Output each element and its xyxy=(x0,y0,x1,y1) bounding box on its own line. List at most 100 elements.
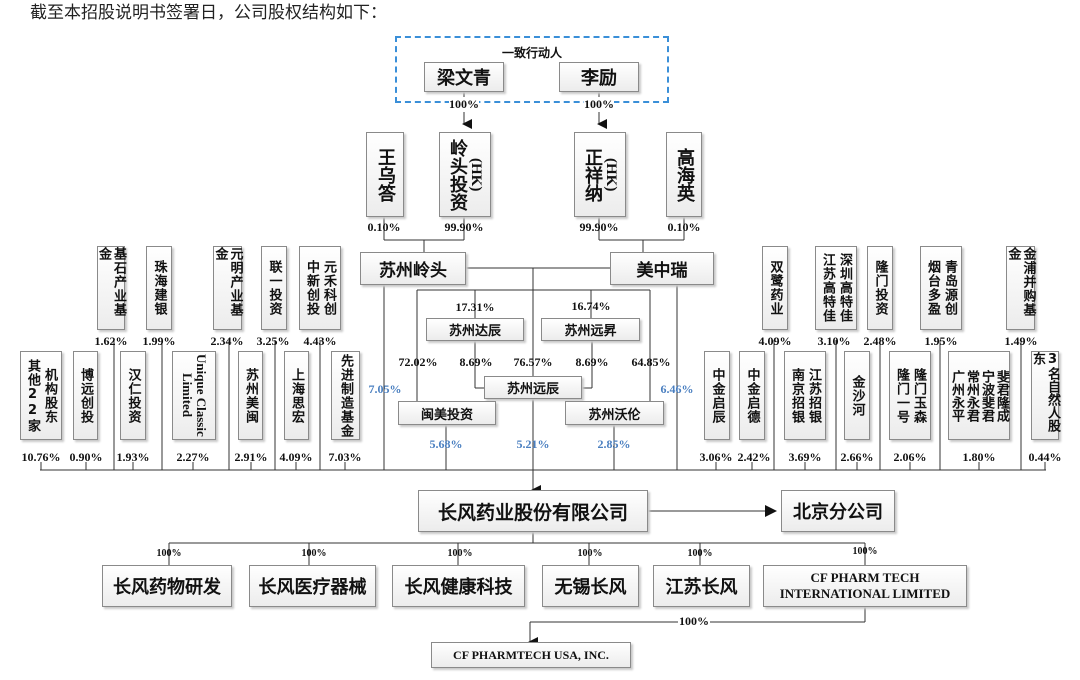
entity-suzhou-yuansheng[interactable]: 苏州远昇 xyxy=(541,318,640,341)
pct-lingtou-hk: 99.90% xyxy=(444,220,484,234)
zhengxiangna-hk-label: 正祥纳 xyxy=(582,147,603,202)
pct-sub-medical-device: 100% xyxy=(301,548,327,559)
longmen-yusen-label: 隆门玉森 xyxy=(911,367,926,424)
shareholder-yuanming-fund[interactable]: 元明产业基金 xyxy=(213,246,243,330)
intro-text: 截至本招股说明书签署日，公司股权结构如下： xyxy=(30,3,387,23)
shareholder-yongping-group[interactable]: 广州永平 常州永君 宁波斐君 斐君隆成 xyxy=(948,351,1010,440)
shareholder-hanren-investment[interactable]: 汉仁投资 xyxy=(120,351,146,440)
pct-lingtou-to-company: 7.05% xyxy=(368,382,402,396)
shareholder-cicc-qichen[interactable]: 中金启辰 xyxy=(704,351,730,440)
shareholder-gao-haiying[interactable]: 高海英 xyxy=(666,132,702,217)
concert-group-frame xyxy=(395,36,669,103)
shareholder-wang-wuda[interactable]: 王乌答 xyxy=(366,132,404,217)
shareholder-advanced-manufacturing-fund[interactable]: 先进制造基金 xyxy=(331,351,360,440)
changzhou-yongjun-label: 常州永君 xyxy=(964,369,979,422)
shenzhen-gaotejia-label: 深圳高特佳 xyxy=(837,253,852,323)
cf-intl-line1: CF PHARM TECH xyxy=(810,570,920,585)
qingdao-yuanchuang-label: 青岛源创 xyxy=(942,260,957,316)
pct-3-individuals: 0.44% xyxy=(1028,450,1062,464)
pct-meizhongrui-to-yuansheng: 16.74% xyxy=(571,299,611,313)
shareholder-jinshahe[interactable]: 金沙河 xyxy=(844,351,870,440)
pct-lianyi-investment: 3.25% xyxy=(256,334,290,348)
shareholder-shanghai-sihong[interactable]: 上海思宏 xyxy=(284,351,309,440)
pct-suzhou-meimin: 2.91% xyxy=(234,450,268,464)
pct-dachen-to-yuanchen: 8.69% xyxy=(459,355,493,369)
pct-zhongxin-yuanhe: 4.43% xyxy=(303,334,337,348)
pct-cicc-qichen: 3.06% xyxy=(699,450,733,464)
pct-sub-jiangsu: 100% xyxy=(687,548,713,559)
entity-suzhou-dachen[interactable]: 苏州达辰 xyxy=(426,318,524,341)
pct-wolun-to-company: 2.85% xyxy=(597,437,631,451)
entity-minmei-investment[interactable]: 闽美投资 xyxy=(398,401,496,425)
pct-zhuhai-jianyin: 1.99% xyxy=(142,334,176,348)
pct-cicc-qide: 2.42% xyxy=(737,450,771,464)
guangzhou-yongping-label: 广州永平 xyxy=(949,369,964,422)
concert-group-label: 一致行动人 xyxy=(501,46,563,60)
nanjing-zhaoyin-label: 南京招银 xyxy=(789,367,804,424)
shareholder-boyuan-venture[interactable]: 博远创投 xyxy=(73,351,98,440)
pct-lingtou-to-minmei: 72.02% xyxy=(398,355,438,369)
pct-sub-rnd: 100% xyxy=(156,548,182,559)
pct-sub-health-tech: 100% xyxy=(447,548,473,559)
yuanhe-label: 元禾科创 xyxy=(321,260,336,316)
subsidiary-wuxi-changfeng[interactable]: 无锡长风 xyxy=(542,565,639,607)
subsidiary-changfeng-health-tech[interactable]: 长风健康科技 xyxy=(392,565,525,607)
pct-yuanchen-to-company: 5.21% xyxy=(516,437,550,451)
shareholder-suzhou-meimin[interactable]: 苏州美闽 xyxy=(238,351,263,440)
entity-suzhou-wolun[interactable]: 苏州沃伦 xyxy=(565,401,664,425)
subsidiary-cf-pharm-tech-intl[interactable]: CF PHARM TECH INTERNATIONAL LIMITED xyxy=(763,565,967,607)
pct-jishi-fund: 1.62% xyxy=(94,334,128,348)
other-22-label: 其他22家 xyxy=(25,358,40,433)
shareholder-longmen-funds[interactable]: 隆门一号 隆门玉森 xyxy=(889,351,931,440)
pct-sub-cf-intl: 100% xyxy=(852,546,878,557)
zhengxiangna-hk-suffix: (HK) xyxy=(603,157,619,192)
entity-meizhongrui[interactable]: 美中瑞 xyxy=(610,252,714,285)
pct-yuansheng-to-yuanchen: 8.69% xyxy=(575,355,609,369)
company-changfeng-pharma[interactable]: 长风药业股份有限公司 xyxy=(418,490,648,532)
shareholder-unique-classic[interactable]: Unique Classic Limited xyxy=(172,351,216,440)
shareholder-3-individuals[interactable]: 3名自然人股东 xyxy=(1030,351,1060,440)
shareholder-shuanglu-pharma[interactable]: 双鹭药业 xyxy=(762,246,788,330)
branch-beijing[interactable]: 北京分公司 xyxy=(781,490,895,532)
ningbo-feijun-label: 宁波斐君 xyxy=(979,369,994,422)
yantai-duoying-label: 烟台多盈 xyxy=(925,260,940,316)
subsidiary-changfeng-medical-device[interactable]: 长风医疗器械 xyxy=(249,565,376,607)
pct-boyuan-venture: 0.90% xyxy=(69,450,103,464)
pct-jinpu-fund: 1.49% xyxy=(1004,334,1038,348)
shareholder-zhuhai-jianyin[interactable]: 珠海建银 xyxy=(146,246,172,330)
pct-meizhongrui-to-company: 6.46% xyxy=(660,382,694,396)
pct-meizhongrui-to-wolun: 64.85% xyxy=(631,355,671,369)
shareholder-zhaoyin[interactable]: 南京招银 江苏招银 xyxy=(784,351,826,440)
shareholder-cicc-qide[interactable]: 中金启德 xyxy=(739,351,765,440)
shareholder-longmen-investment[interactable]: 隆门投资 xyxy=(867,246,893,330)
longmen-yihao-label: 隆门一号 xyxy=(894,367,909,424)
entity-suzhou-yuanchen[interactable]: 苏州远辰 xyxy=(484,376,582,399)
shareholder-gaotejia[interactable]: 江苏高特佳 深圳高特佳 xyxy=(815,246,857,330)
subsidiary-changfeng-rnd[interactable]: 长风药物研发 xyxy=(102,565,232,607)
entity-suzhou-lingtou[interactable]: 苏州岭头 xyxy=(360,252,466,285)
shareholder-liang-wenqing[interactable]: 梁文青 xyxy=(424,62,504,92)
pct-advanced-manufacturing-fund: 7.03% xyxy=(328,450,362,464)
subsidiary-jiangsu-changfeng[interactable]: 江苏长风 xyxy=(653,565,750,607)
shareholder-yantai-qingdao[interactable]: 烟台多盈 青岛源创 xyxy=(920,246,962,330)
cf-intl-line2: INTERNATIONAL LIMITED xyxy=(779,586,951,601)
pct-cf-usa: 100% xyxy=(678,614,710,629)
shareholder-zhengxiangna-hk[interactable]: 正祥纳 (HK) xyxy=(574,132,626,217)
pct-shanghai-sihong: 4.09% xyxy=(279,450,313,464)
shareholder-li-li[interactable]: 李励 xyxy=(559,62,639,92)
pct-sub-wuxi: 100% xyxy=(577,548,603,559)
shareholder-lingtou-hk[interactable]: 岭头投资 (HK) xyxy=(439,132,491,217)
feijun-longcheng-label: 斐君隆成 xyxy=(994,369,1009,422)
jiangsu-zhaoyin-label: 江苏招银 xyxy=(806,367,821,424)
pct-lingtou-to-dachen: 17.31% xyxy=(455,300,495,314)
pct-longmen-investment: 2.48% xyxy=(863,334,897,348)
shareholder-jinpu-fund[interactable]: 金浦并购基金 xyxy=(1006,246,1036,330)
subsidiary-cf-pharmtech-usa[interactable]: CF PHARMTECH USA, INC. xyxy=(431,642,631,668)
shareholder-jishi-fund[interactable]: 基石产业基金 xyxy=(96,246,126,330)
shareholder-other-22-institutions[interactable]: 其他22家 机构股东 xyxy=(20,351,62,440)
shareholder-lianyi-investment[interactable]: 联一投资 xyxy=(261,246,287,330)
shareholder-zhongxin-yuanhe[interactable]: 中新创投 元禾科创 xyxy=(299,246,341,330)
pct-hanren-investment: 1.93% xyxy=(116,450,150,464)
pct-gao: 0.10% xyxy=(667,220,701,234)
pct-zhengxiangna-hk: 99.90% xyxy=(579,220,619,234)
